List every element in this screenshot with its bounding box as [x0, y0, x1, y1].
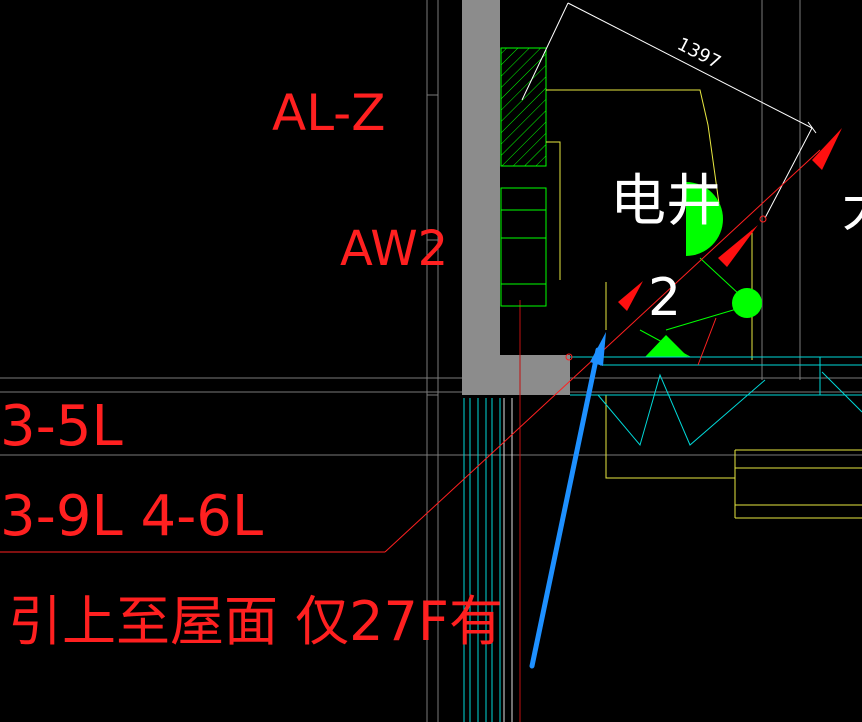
white-pipes: [503, 398, 513, 722]
green-leaders: [639, 257, 741, 358]
label-cut-char: 大: [842, 179, 862, 239]
cable-arrowhead-3: [812, 128, 842, 170]
cable-tick: [697, 317, 717, 366]
label-note: 引上至屋面 仅27F有: [8, 590, 503, 653]
cable-node-1: [565, 353, 573, 361]
cable-arrowhead-2: [718, 225, 758, 267]
label-aw2: AW2: [340, 221, 448, 277]
cyan-floor: [570, 356, 862, 447]
cable-arrowhead-1: [618, 281, 643, 311]
shaft-wall: [462, 0, 570, 395]
panel-aw2: [500, 187, 547, 307]
arrow-up-icon: [529, 332, 606, 669]
panel-al-z: [500, 47, 547, 167]
dimension-text: 1397: [674, 34, 724, 74]
junction-circle: [732, 288, 762, 318]
yellow-wires: [546, 89, 862, 519]
cyan-pipes: [463, 398, 501, 722]
label-al-z: AL-Z: [272, 84, 385, 142]
junction-halfcircle: [686, 182, 723, 256]
label-3-9l-4-6l: 3-9L 4-6L: [0, 484, 263, 549]
cable-node-2: [759, 215, 767, 223]
label-shaft-number: 2: [648, 268, 681, 328]
junction-triangle: [645, 335, 688, 357]
label-3-5l: 3-5L: [0, 394, 123, 459]
dimension-line: [521, 2, 817, 219]
label-shaft: 电井: [610, 169, 722, 234]
